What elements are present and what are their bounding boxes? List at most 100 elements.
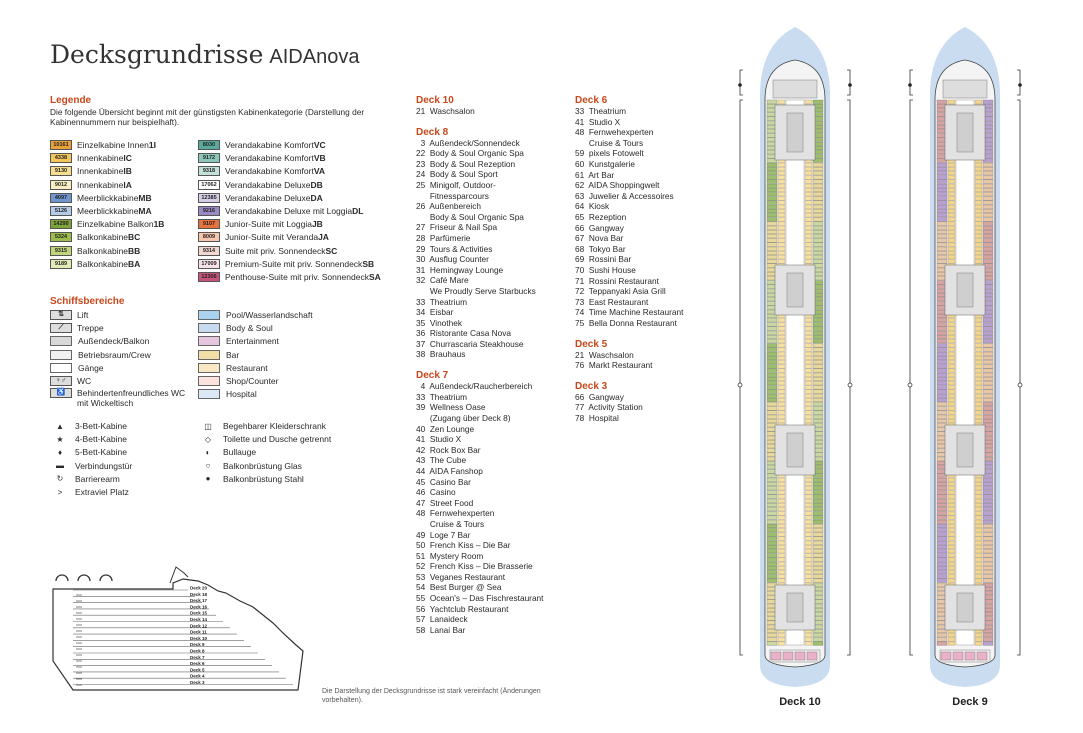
- cabin-category-label: Verandakabine Komfort: [225, 166, 314, 177]
- inside-cabin-cell: [974, 347, 983, 352]
- inside-cabin-cell: [947, 490, 956, 495]
- inside-cabin-cell: [777, 381, 786, 386]
- inside-cabin-cell: [947, 641, 956, 646]
- cabin-cell: [982, 221, 994, 226]
- profile-deck-label: Deck 11: [190, 630, 207, 635]
- area-icon: ♿: [50, 388, 72, 399]
- inside-cabin-cell: [974, 482, 983, 486]
- cabin-cell: [766, 633, 778, 638]
- cabin-cell: [982, 524, 994, 528]
- cabin-cell: [936, 351, 948, 356]
- inside-cabin-cell: [974, 339, 983, 344]
- inside-cabin-cell: [974, 200, 983, 205]
- cabin-cell: [936, 364, 948, 369]
- cabin-cell: [982, 158, 994, 163]
- inside-cabin-cell: [947, 414, 956, 419]
- cabin-category-code: VB: [313, 153, 326, 164]
- cabin-cell: [812, 377, 824, 381]
- inside-cabin-cell: [777, 246, 786, 251]
- cabin-cell: [936, 179, 948, 184]
- inside-cabin-cell: [804, 477, 813, 482]
- cabin-cell: [766, 200, 778, 205]
- cabin-cell: [936, 234, 948, 239]
- area-legend-item: ♀♂WC: [50, 375, 91, 387]
- cabin-cell: [766, 377, 778, 381]
- cabin-cell: [812, 486, 824, 491]
- inside-cabin-cell: [947, 351, 956, 356]
- venue-item: 75 Bella Donna Restaurant: [575, 317, 677, 328]
- deck-10-label: Deck 10: [779, 696, 821, 708]
- inside-cabin-cell: [947, 398, 956, 402]
- venue-item: We Proudly Serve Starbucks: [416, 285, 536, 296]
- inside-cabin-cell: [974, 259, 983, 264]
- inside-cabin-cell: [974, 393, 983, 398]
- lift-shaft: [786, 432, 804, 468]
- cabin-cell: [766, 519, 778, 524]
- cabin-cell: [982, 356, 994, 360]
- cabin-cell: [812, 519, 824, 524]
- inside-cabin-cell: [947, 330, 956, 335]
- venue-item: 22 Body & Soul Organic Spa: [416, 148, 524, 159]
- cabin-cell: [982, 406, 994, 411]
- cabin-cell: [936, 633, 948, 638]
- venue-item: 66 Gangway: [575, 222, 624, 233]
- cabin-cell: [936, 330, 948, 335]
- inside-cabin-cell: [974, 322, 983, 327]
- cabin-cell: [936, 561, 948, 566]
- inside-cabin-cell: [974, 410, 983, 415]
- inside-cabin-cell: [947, 532, 956, 537]
- cabin-code-swatch: 5126: [50, 206, 72, 216]
- inside-cabin-cell: [804, 330, 813, 335]
- inside-cabin-cell: [974, 498, 983, 503]
- profile-deck-lines: [73, 589, 293, 686]
- cabin-cell: [812, 528, 824, 533]
- inside-cabin-cell: [804, 507, 813, 512]
- venue-item: 39 Wellness Oase: [416, 402, 486, 413]
- inside-cabin-cell: [777, 410, 786, 415]
- venue-item: 78 Hospital: [575, 412, 619, 423]
- inside-cabin-cell: [974, 545, 983, 549]
- cabin-cell: [982, 633, 994, 638]
- inside-cabin-cell: [974, 637, 983, 642]
- inside-cabin-cell: [777, 242, 786, 247]
- cabin-cell: [766, 561, 778, 566]
- deck-10-plan: [737, 27, 853, 687]
- area-legend-item: ♿Behindertenfreundliches WC mit Wickelti…: [50, 388, 187, 410]
- cabin-category-label: Verandakabine Komfort: [225, 140, 314, 150]
- inside-cabin-cell: [974, 381, 983, 386]
- steel-marker: [738, 83, 742, 87]
- inside-cabin-cell: [777, 498, 786, 503]
- cabin-cell: [936, 536, 948, 541]
- cabin-cell: [766, 183, 778, 188]
- cabin-cell: [936, 326, 948, 331]
- area-legend-item: Gänge: [50, 362, 104, 374]
- area-label: Gänge: [78, 362, 104, 373]
- venue-item: 69 Rossini Bar: [575, 254, 632, 265]
- inside-cabin-cell: [804, 188, 813, 192]
- cabin-cell: [936, 158, 948, 163]
- deck-heading: Deck 6: [575, 95, 608, 106]
- inside-cabin-cell: [804, 414, 813, 419]
- central-corridor: [785, 99, 805, 646]
- cabin-cell: [812, 196, 824, 201]
- inside-cabin-cell: [947, 343, 956, 348]
- inside-cabin-cell: [947, 381, 956, 386]
- inside-cabin-cell: [804, 234, 813, 239]
- inside-cabin-cell: [804, 549, 813, 554]
- venue-item: 53 Veganes Restaurant: [416, 571, 506, 582]
- cabin-cell: [812, 553, 824, 558]
- cabin-cell: [766, 532, 778, 537]
- inside-cabin-cell: [777, 637, 786, 642]
- inside-cabin-cell: [974, 540, 983, 545]
- inside-cabin-cell: [974, 532, 983, 537]
- area-swatch: [198, 336, 220, 347]
- venue-item: Body & Soul Organic Spa: [416, 211, 524, 222]
- venue-item: 71 Rossini Restaurant: [575, 275, 659, 286]
- venue-item: 56 Yachtclub Restaurant: [416, 603, 509, 614]
- cabin-cell: [812, 406, 824, 411]
- area-legend-item: Body & Soul: [198, 322, 273, 334]
- inside-cabin-cell: [777, 372, 786, 377]
- cabin-cell: [982, 259, 994, 264]
- cabin-cell: [812, 410, 824, 415]
